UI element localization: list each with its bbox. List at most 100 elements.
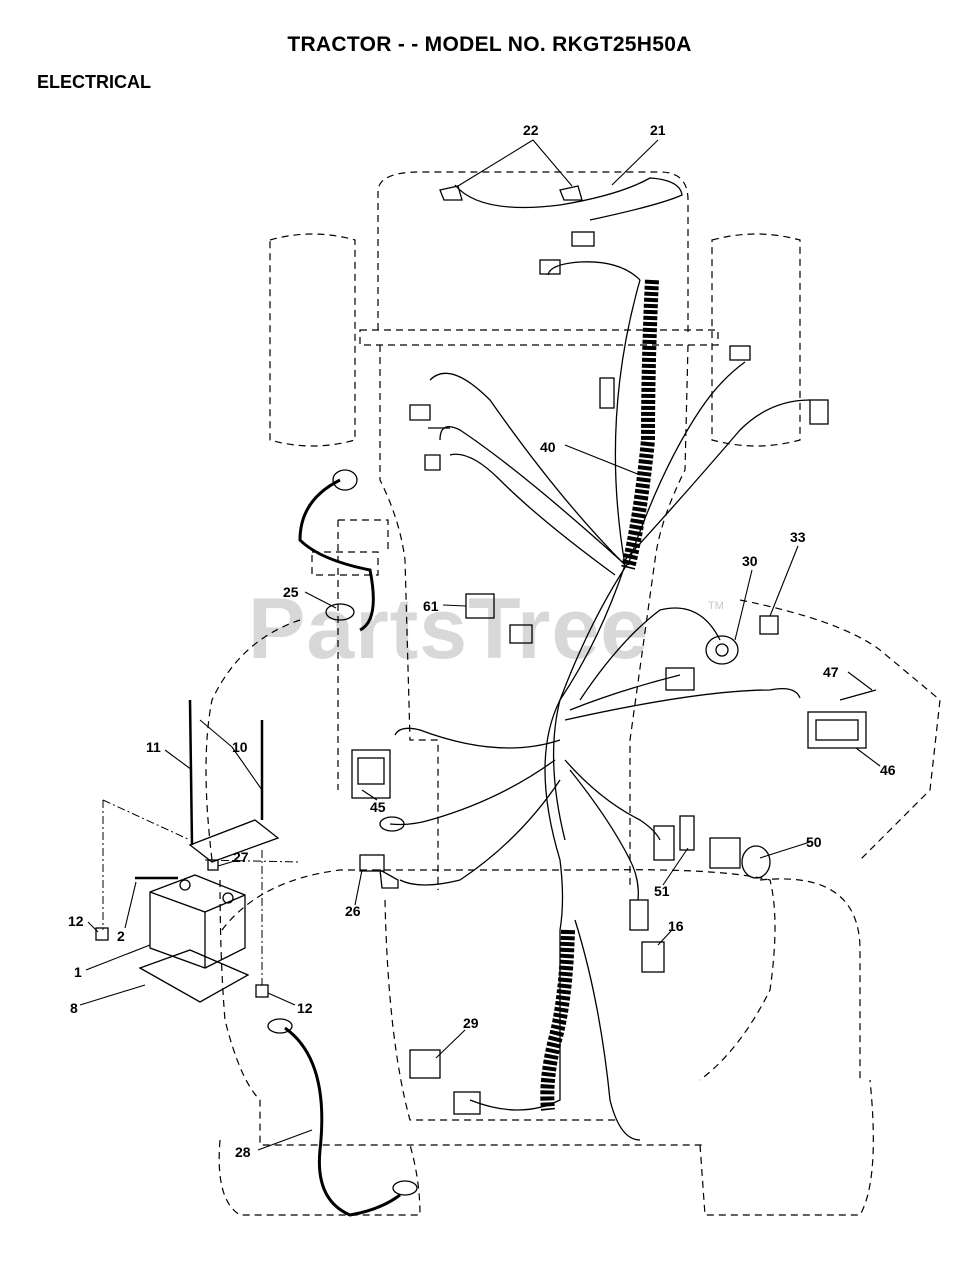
frame-right	[629, 344, 689, 890]
harness-strand-11	[394, 727, 561, 749]
harness-strand-12	[389, 759, 556, 826]
terminal-3	[424, 454, 441, 471]
harness-strand-2	[429, 372, 626, 566]
callout-28: 28	[235, 1144, 251, 1160]
callout-11: 11	[146, 739, 161, 755]
callout-45: 45	[370, 799, 386, 815]
callout-25: 25	[283, 584, 299, 600]
ammeter-face	[357, 757, 385, 785]
nut-12-left	[95, 927, 109, 941]
harness-connector-top	[539, 259, 561, 275]
leader-27	[217, 859, 239, 867]
harness-strand-7	[627, 361, 746, 566]
nut-12-right	[255, 984, 269, 998]
harness-sleeve-lower	[540, 929, 575, 1111]
seat-switch	[641, 941, 665, 973]
leader-21	[611, 139, 659, 186]
harness-connector-rear	[653, 825, 675, 861]
callout-12-right: 12	[297, 1000, 313, 1016]
seat-outline	[384, 899, 620, 1121]
headlight-connector	[571, 231, 595, 247]
leader-50	[759, 841, 811, 859]
leader-2	[124, 881, 137, 929]
terminal-1	[409, 404, 431, 421]
ignition-connector	[665, 667, 695, 691]
switch-51	[679, 815, 695, 851]
ammeter	[351, 749, 391, 799]
interlock-connector	[629, 899, 649, 931]
leader-40	[564, 444, 641, 476]
ground-cable-ring-top	[267, 1018, 293, 1034]
leader-25	[304, 591, 337, 609]
leader-lines	[79, 139, 881, 1151]
left-fender-upper	[205, 619, 301, 861]
leader-11	[164, 749, 193, 771]
harness-trunk	[544, 279, 641, 931]
leader-16	[657, 929, 673, 946]
leader-22	[457, 139, 573, 187]
battery-tray	[138, 949, 250, 1003]
harness-strand-4	[449, 453, 616, 576]
hour-meter	[807, 711, 867, 749]
light-switch-knob	[741, 845, 771, 879]
frame-left	[379, 345, 439, 890]
battery-terminal-neg	[179, 879, 191, 891]
callout-10: 10	[232, 739, 248, 755]
harness-strand-9	[569, 674, 681, 711]
leader-28	[257, 1129, 313, 1151]
leader-29	[435, 1029, 466, 1059]
light-switch	[709, 837, 741, 869]
ground-ring-terminal	[379, 816, 405, 832]
callout-47: 47	[823, 664, 839, 680]
leader-12b	[267, 992, 296, 1006]
harness-strand-16	[469, 930, 561, 1111]
battery-cable-ground	[284, 1026, 401, 1217]
fuse-holder	[359, 854, 385, 872]
callout-labels: 22 21 40 25 61 30 33 47 46 10 11 45 50 5…	[68, 122, 896, 1160]
callout-33: 33	[790, 529, 806, 545]
callout-2: 2	[117, 928, 125, 944]
leader-33	[769, 545, 799, 617]
rear-right-wheel	[699, 1079, 874, 1216]
harness-strand-15	[569, 769, 639, 901]
leader-45	[361, 789, 378, 801]
leader-30	[734, 569, 753, 641]
harness-strand-1	[552, 559, 631, 841]
right-fender-upper	[739, 599, 941, 861]
hour-meter-window	[815, 719, 859, 741]
hour-meter-screw	[839, 689, 877, 701]
starter-relay	[465, 593, 495, 619]
callout-30: 30	[742, 553, 758, 569]
callout-61: 61	[423, 598, 439, 614]
dash-panel	[311, 551, 379, 576]
ignition-switch-center	[715, 643, 729, 657]
leader-26	[354, 869, 363, 906]
callout-1: 1	[74, 964, 82, 980]
leader-46	[855, 747, 881, 767]
callout-22: 22	[523, 122, 539, 138]
relay-connector	[509, 624, 533, 644]
hold-down-rod-left	[188, 699, 194, 846]
front-right-wheel	[711, 233, 801, 447]
front-left-wheel	[269, 233, 356, 447]
engine-connector	[809, 399, 829, 425]
fuse	[379, 868, 399, 889]
components	[95, 185, 877, 1217]
leader-10	[199, 719, 263, 791]
assembly-lines	[102, 799, 301, 985]
battery-hold-down	[188, 819, 280, 863]
battery-cable-boot	[332, 469, 358, 491]
harness-sleeve	[540, 279, 659, 1111]
leader-1	[85, 944, 151, 971]
callout-46: 46	[880, 762, 896, 778]
solenoid-connector	[453, 1091, 481, 1115]
assembly-line-bolt	[204, 859, 301, 863]
hood-outline	[377, 171, 689, 335]
headlight-bulb-right	[559, 185, 583, 201]
harness-strand-14	[564, 759, 661, 841]
right-rear-fender	[759, 878, 861, 1080]
battery-cable-positive	[298, 478, 375, 632]
callout-21: 21	[650, 122, 666, 138]
terminal-nut-27	[207, 859, 219, 871]
harness-strand-8	[579, 607, 721, 701]
